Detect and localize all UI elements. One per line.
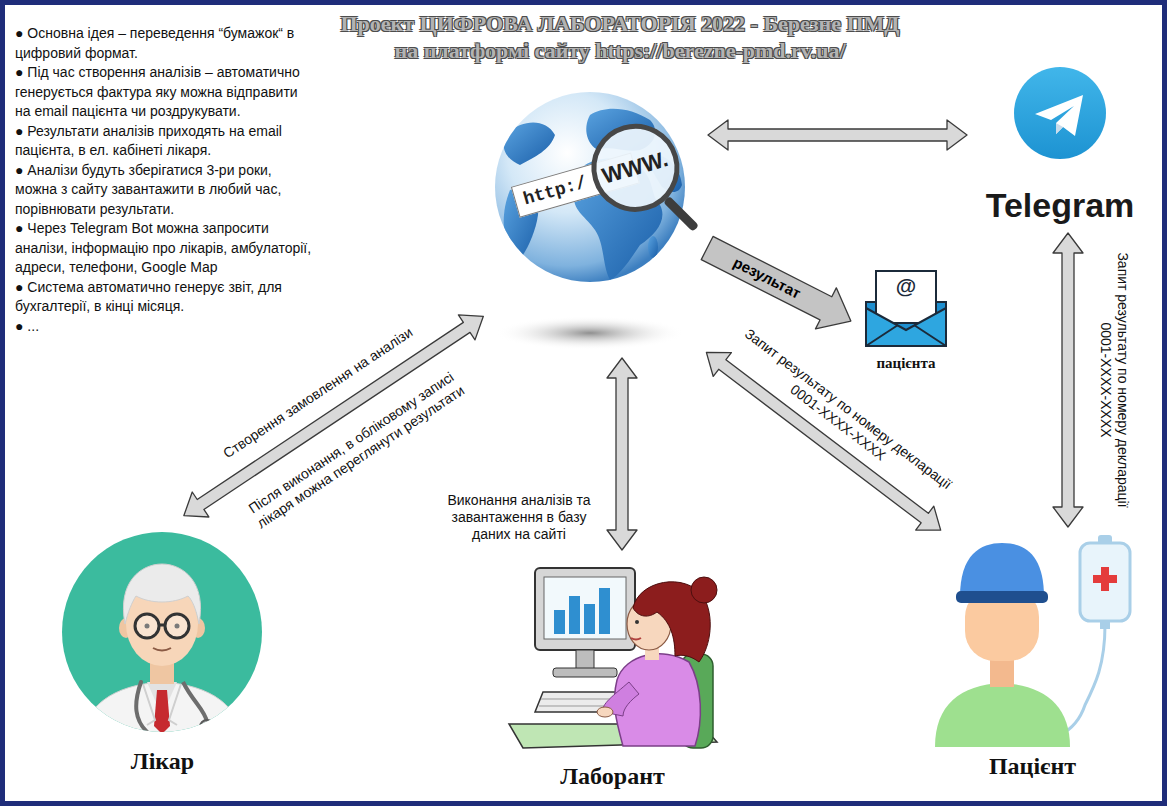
notes-block: ● Основна ідея – переведення “бумажок“ в… xyxy=(15,24,315,336)
edge-label-holder: Виконання аналізів та завантаження в баз… xyxy=(443,492,595,543)
illustration-part xyxy=(599,588,610,634)
illustration-part xyxy=(135,614,159,638)
illustration-part xyxy=(143,684,181,725)
illustration-part xyxy=(584,604,595,634)
edge-label: Запит результату по номеру декларації 00… xyxy=(1097,238,1131,523)
node-title: Telegram xyxy=(986,186,1135,225)
globe-shadow xyxy=(495,316,685,350)
node-caption: Лаборант xyxy=(560,762,665,790)
illustration-part xyxy=(544,577,626,639)
email-node: @ пацієнта xyxy=(858,268,954,372)
illustration-part xyxy=(183,682,207,722)
telegram-icon xyxy=(1014,67,1106,159)
edge-label: Виконання аналізів та завантаження в баз… xyxy=(443,492,595,543)
double-block-arrow xyxy=(607,358,637,550)
illustration-part xyxy=(503,123,555,165)
diagram-title: Проект ЦИФРОВА ЛАБОРАТОРІЯ 2022 - Березн… xyxy=(329,10,911,64)
illustration xyxy=(920,535,1145,780)
illustration-part xyxy=(1093,575,1117,583)
illustration xyxy=(490,95,700,350)
doctor-node: Лікар xyxy=(55,520,270,775)
double-block-arrow xyxy=(1053,233,1083,527)
monitor xyxy=(535,568,635,650)
illustration-part xyxy=(154,690,170,734)
node-caption: Пацієнт xyxy=(989,752,1076,780)
edge-label-holder: Створення замовлення на аналізи xyxy=(205,314,431,472)
note-text: ● Через Telegram Bot можна запросити ана… xyxy=(15,219,315,278)
website-globe: http:/WWW. xyxy=(490,95,700,350)
illustration-part xyxy=(1060,625,1105,735)
illustration-part xyxy=(77,682,247,750)
illustration xyxy=(55,520,270,775)
illustration-part xyxy=(165,614,189,638)
illustration-part xyxy=(866,308,946,346)
block-arrow xyxy=(701,236,851,328)
telegram-node: Telegram xyxy=(975,65,1145,225)
illustration-part xyxy=(691,577,717,603)
illustration-part xyxy=(554,610,565,634)
illustration-part xyxy=(631,638,641,640)
illustration-part xyxy=(136,682,147,732)
patient-node: Пацієнт xyxy=(920,535,1145,780)
edge-label-holder: Запит результату по номеру декларації 00… xyxy=(721,318,965,514)
illustration-part xyxy=(1056,123,1063,134)
node-caption: пацієнта xyxy=(876,354,935,372)
illustration-part xyxy=(200,720,214,734)
note-text: ● Результати аналізів приходять на email… xyxy=(15,122,315,161)
illustration-part xyxy=(1100,621,1110,629)
email-symbol: @ xyxy=(896,275,916,297)
note-text: ● Основна ідея – переведення “бумажок“ в… xyxy=(15,24,315,63)
illustration-part xyxy=(597,707,613,717)
note-text: ● Система автоматично генерує звіт, для … xyxy=(15,278,315,317)
note-text: ● Під час створення аналізів – автоматич… xyxy=(15,63,315,122)
note-text: ● ... xyxy=(15,317,315,337)
iv-bag xyxy=(1080,543,1130,621)
edge-label-holder: Запит результату по номеру декларації 00… xyxy=(1097,238,1131,523)
illustration-part xyxy=(935,683,1070,747)
illustration-part xyxy=(635,620,639,624)
illustration-part xyxy=(866,325,946,346)
edge-label: Створення замовлення на аналізи xyxy=(205,314,431,472)
illustration-part xyxy=(123,564,200,624)
illustration-part xyxy=(159,624,165,627)
illustration-part xyxy=(956,591,1048,603)
illustration-part xyxy=(1035,95,1083,136)
illustration-part xyxy=(876,271,936,323)
lab-assistant-node: Лаборант xyxy=(505,558,720,790)
note-text: ● Аналізи будуть зберігатися 3-ри роки, … xyxy=(15,161,315,220)
double-block-arrow xyxy=(184,315,483,517)
title-block: Проект ЦИФРОВА ЛАБОРАТОРІЯ 2022 - Березн… xyxy=(329,10,911,64)
illustration-part xyxy=(576,650,594,669)
double-block-arrow xyxy=(708,120,967,150)
node-caption: Лікар xyxy=(131,747,194,775)
illustration-part xyxy=(553,668,617,677)
illustration-part xyxy=(153,648,171,651)
illustration-part xyxy=(648,236,658,258)
illustration xyxy=(505,558,720,790)
illustration-part xyxy=(1035,95,1083,136)
illustration-part xyxy=(569,596,580,634)
illustration-part xyxy=(77,564,247,750)
edge-label: Запит результату по номеру декларації 00… xyxy=(721,318,965,514)
illustration-part xyxy=(960,543,1044,597)
